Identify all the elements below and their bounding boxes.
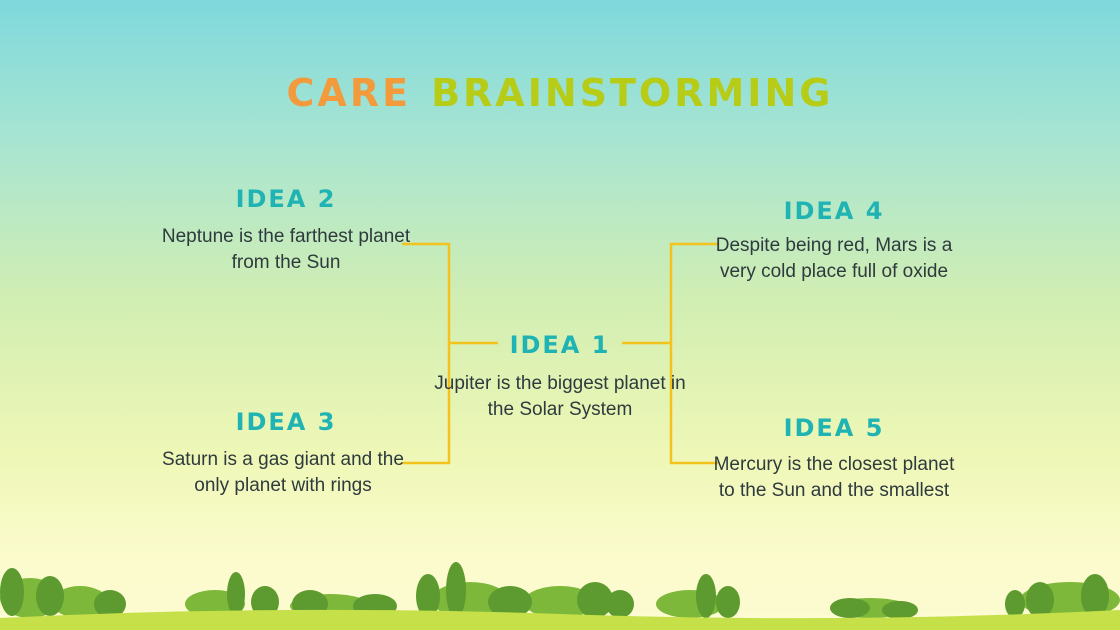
idea5-text: Mercury is the closest planet to the Sun… xyxy=(713,454,955,501)
idea1-heading: IDEA 1 xyxy=(509,331,611,359)
right-bracket xyxy=(622,242,718,465)
tree-line-front xyxy=(0,562,1109,619)
idea1-text: Jupiter is the biggest planet in the Sol… xyxy=(434,373,686,420)
left-bracket xyxy=(402,242,498,465)
title-word-care: CARE xyxy=(286,71,412,115)
idea3-text: Saturn is a gas giant and the only plane… xyxy=(162,449,404,496)
landscape-illustration xyxy=(0,562,1120,630)
slide-title: CARE BRAINSTORMING xyxy=(0,70,1120,116)
idea2-heading: IDEA 2 xyxy=(235,185,337,213)
connector-idea4-branch xyxy=(669,242,718,465)
idea2-text: Neptune is the farthest planet from the … xyxy=(161,226,411,273)
idea3-heading: IDEA 3 xyxy=(235,408,337,436)
idea5-heading: IDEA 5 xyxy=(783,414,885,442)
title-word-brainstorming: BRAINSTORMING xyxy=(431,71,834,115)
idea4-text: Despite being red, Mars is a very cold p… xyxy=(715,235,953,282)
idea4-heading: IDEA 4 xyxy=(783,197,885,225)
grass-ground xyxy=(0,609,1120,630)
connector-idea2-branch xyxy=(402,242,451,465)
